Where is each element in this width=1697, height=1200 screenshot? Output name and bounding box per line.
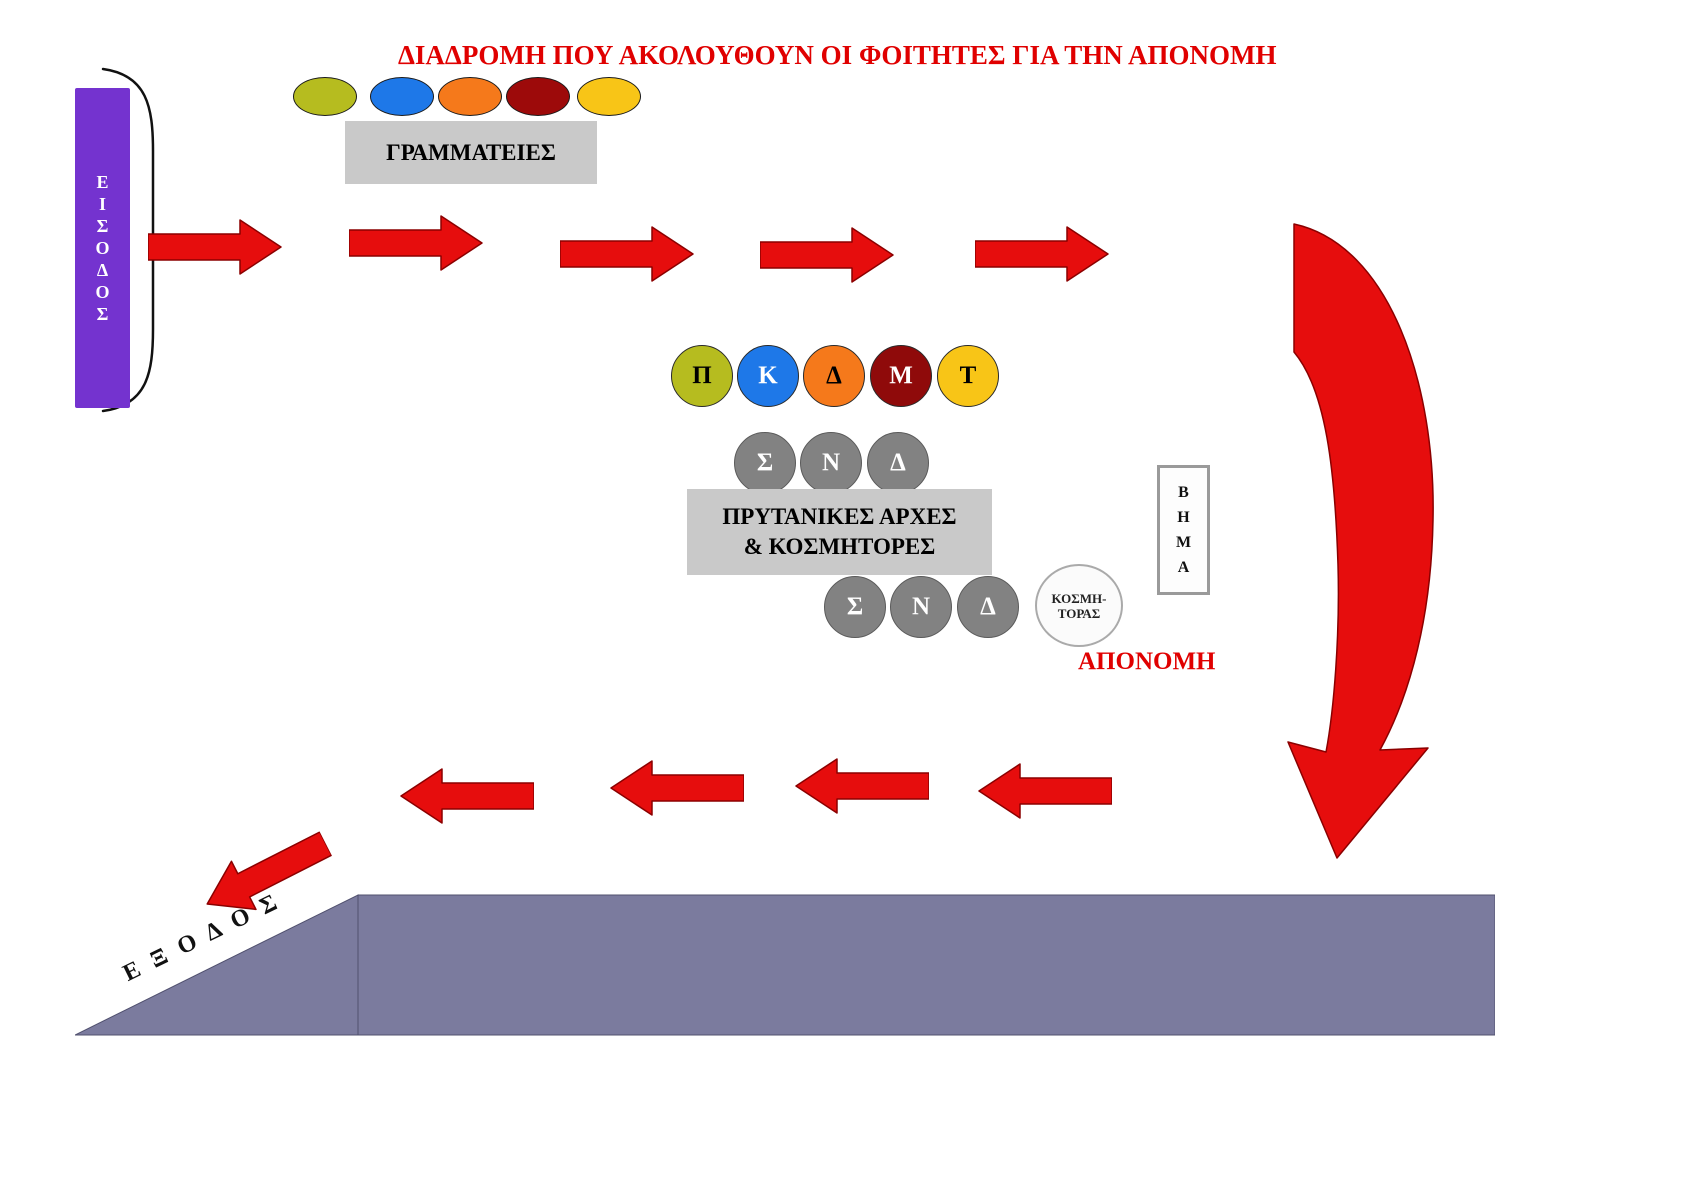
- seat-letter: Ν: [911, 593, 931, 620]
- diagram-title: ΔΙΑΔΡΟΜΗ ΠΟΥ ΑΚΟΛΟΥΘΟΥΝ ΟΙ ΦΟΙΤΗΤΕΣ ΓΙΑ …: [398, 40, 1277, 70]
- secretariats-box: ΓΡΑΜΜΑΤΕΙΕΣ: [345, 121, 597, 184]
- school-circle-kappa: Κ: [737, 345, 799, 407]
- ellipse-yellow: [577, 77, 641, 116]
- official-seat-nu: Ν: [800, 432, 862, 494]
- seat-letter: Δ: [980, 593, 996, 620]
- podium-letter: Η: [1177, 509, 1190, 526]
- flow-arrow-right-3-icon: [560, 226, 694, 282]
- official-seat-sigma-2: Σ: [824, 576, 886, 638]
- flow-arrow-left-4-icon: [400, 768, 534, 824]
- entrance-letter: Ο: [95, 238, 110, 258]
- flow-arrow-right-1-icon: [148, 219, 282, 275]
- ellipse-orange: [438, 77, 502, 116]
- entrance-letter: Δ: [96, 260, 109, 280]
- officials-box-line2: & ΚΟΣΜΗΤΟΡΕΣ: [743, 534, 936, 559]
- school-circle-letter: Δ: [826, 362, 842, 389]
- ellipse-olive: [293, 77, 357, 116]
- dean-circle: ΚΟΣΜΗ- ΤΟΡΑΣ: [1035, 564, 1123, 647]
- flow-arrow-left-exit-icon: [206, 831, 333, 911]
- school-circle-delta: Δ: [803, 345, 865, 407]
- officials-box-line1: ΠΡΥΤΑΝΙΚΕΣ ΑΡΧΕΣ: [722, 504, 957, 529]
- entrance-sign: Ε Ι Σ Ο Δ Ο Σ: [75, 88, 130, 408]
- school-circle-pi: Π: [671, 345, 733, 407]
- school-circle-mu: Μ: [870, 345, 932, 407]
- entrance-letter: Ο: [95, 282, 110, 302]
- seat-letter: Δ: [890, 449, 906, 476]
- school-circle-letter: Π: [692, 362, 712, 389]
- seat-letter: Ν: [821, 449, 841, 476]
- podium-letter: Μ: [1175, 534, 1192, 551]
- flow-arrow-left-2-icon: [795, 758, 929, 814]
- ellipse-darkred: [506, 77, 570, 116]
- entrance-letter: Ε: [96, 172, 109, 192]
- dean-circle-line1: ΚΟΣΜΗ-: [1051, 590, 1107, 606]
- flow-arrow-curved-down-icon: [1287, 223, 1434, 859]
- entrance-letter: Ι: [98, 194, 106, 214]
- podium-box: Β Η Μ Α: [1157, 465, 1210, 595]
- seat-letter: Σ: [846, 593, 864, 620]
- stage-platform: [75, 894, 1495, 1036]
- entrance-letter: Σ: [96, 304, 109, 324]
- flow-arrow-right-2-icon: [349, 215, 483, 271]
- flow-arrow-right-5-icon: [975, 226, 1109, 282]
- podium-letter: Β: [1178, 484, 1189, 501]
- flow-arrow-left-3-icon: [610, 760, 744, 816]
- secretariats-label: ΓΡΑΜΜΑΤΕΙΕΣ: [386, 139, 556, 165]
- official-seat-sigma: Σ: [734, 432, 796, 494]
- award-label: ΑΠΟΝΟΜΗ: [1078, 648, 1216, 675]
- school-circle-letter: Τ: [959, 362, 977, 389]
- dean-circle-line2: ΤΟΡΑΣ: [1057, 605, 1101, 621]
- entrance-letter: Σ: [96, 216, 109, 236]
- school-circle-tau: Τ: [937, 345, 999, 407]
- officials-box: ΠΡΥΤΑΝΙΚΕΣ ΑΡΧΕΣ & ΚΟΣΜΗΤΟΡΕΣ: [687, 489, 992, 575]
- ellipse-blue: [370, 77, 434, 116]
- flow-arrow-right-4-icon: [760, 227, 894, 283]
- school-circle-letter: Κ: [758, 362, 778, 389]
- podium-letter: Α: [1177, 559, 1190, 576]
- official-seat-nu-2: Ν: [890, 576, 952, 638]
- school-circle-letter: Μ: [889, 362, 913, 389]
- seat-letter: Σ: [756, 449, 774, 476]
- flow-arrow-left-1-icon: [978, 763, 1112, 819]
- official-seat-delta: Δ: [867, 432, 929, 494]
- official-seat-delta-2: Δ: [957, 576, 1019, 638]
- stage-deck: [357, 894, 1495, 1036]
